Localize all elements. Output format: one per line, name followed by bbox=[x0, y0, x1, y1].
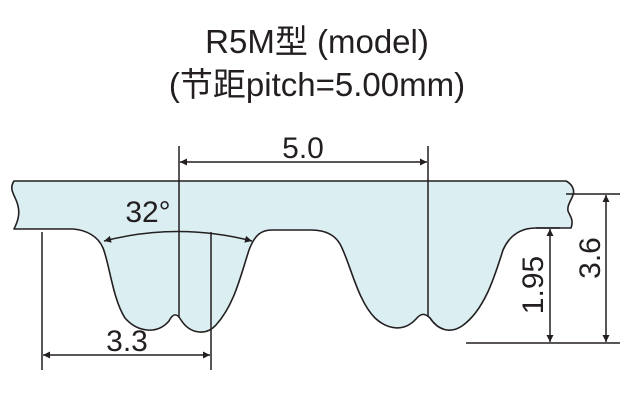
belt-tooth-profile bbox=[11, 180, 575, 333]
diagram-subtitle: (节距pitch=5.00mm) bbox=[168, 66, 466, 103]
tooth-angle-label: 32° bbox=[125, 196, 170, 229]
tooth-width-label: 3.3 bbox=[106, 325, 148, 358]
pitch-label: 5.0 bbox=[282, 132, 324, 165]
tooth-angle-arc bbox=[103, 230, 253, 243]
tooth-height-label: 1.95 bbox=[517, 256, 550, 314]
diagram-title: R5M型 (model) bbox=[205, 23, 429, 60]
total-height-label: 3.6 bbox=[574, 237, 607, 279]
